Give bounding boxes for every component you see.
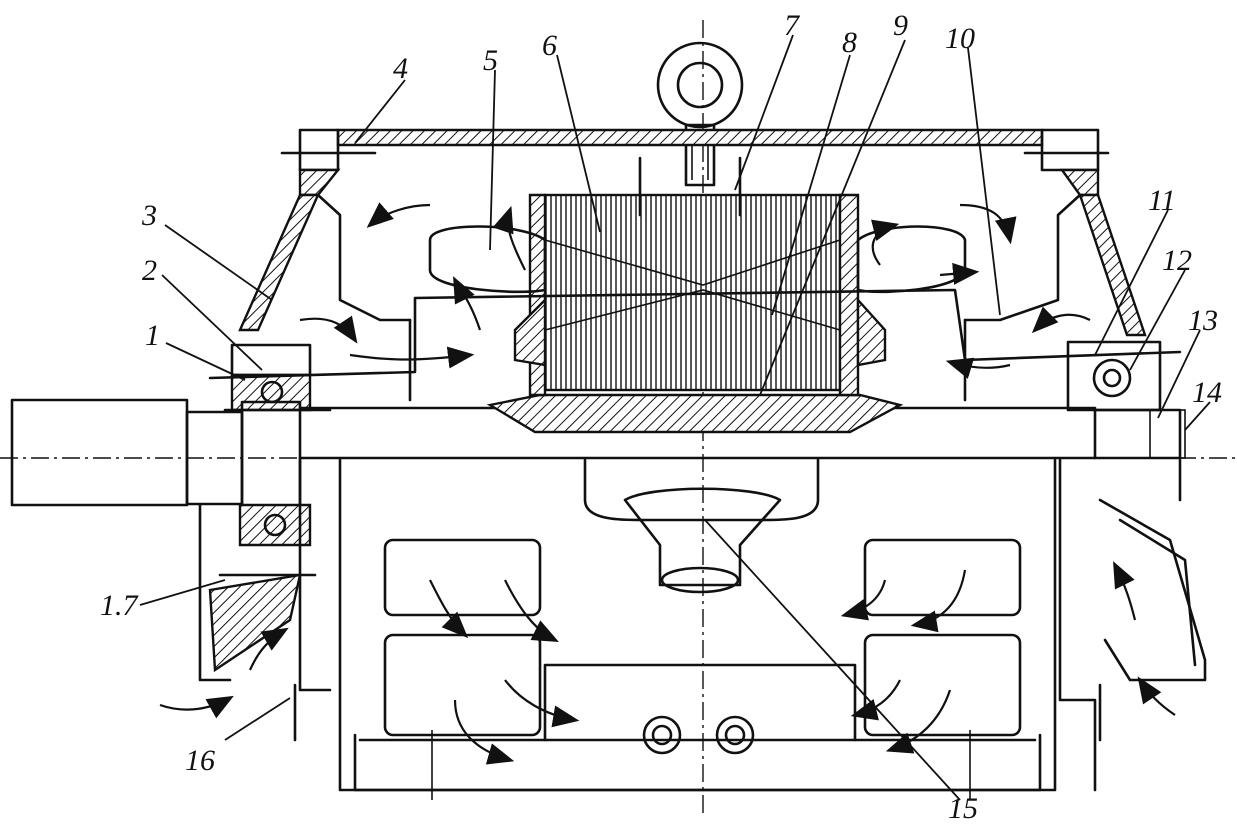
label-14: 14	[1192, 376, 1222, 409]
lifting-eye	[656, 41, 744, 187]
right-lower-end	[1058, 409, 1207, 792]
label-15: 15	[948, 792, 978, 825]
label-2: 2	[142, 254, 157, 287]
label-5: 5	[483, 44, 498, 77]
terminal-box	[583, 458, 820, 594]
airflow-arrows	[159, 202, 1176, 765]
label-16: 16	[185, 744, 215, 777]
label-10: 10	[945, 22, 975, 55]
label-8: 8	[842, 26, 857, 59]
rotor-hub	[486, 393, 904, 434]
right-end-shield	[963, 193, 1162, 412]
label-3: 3	[141, 199, 157, 232]
leader-lines	[139, 34, 1211, 801]
label-17: 1.7	[100, 589, 140, 622]
label-6: 6	[542, 29, 557, 62]
label-4: 4	[393, 52, 408, 85]
part-labels: 1 2 3 4 5 6 7 8 9 10 11 12 13 14 15 16 1…	[100, 9, 1222, 825]
label-12: 12	[1162, 244, 1192, 277]
label-13: 13	[1188, 304, 1218, 337]
label-9: 9	[893, 9, 908, 42]
air-gap-line	[208, 288, 1182, 380]
bolts	[293, 156, 1102, 742]
label-7: 7	[784, 9, 801, 42]
base-frame	[338, 458, 1057, 800]
label-11: 11	[1148, 184, 1176, 217]
left-bearing-lower	[198, 458, 332, 692]
label-1: 1	[145, 319, 160, 352]
